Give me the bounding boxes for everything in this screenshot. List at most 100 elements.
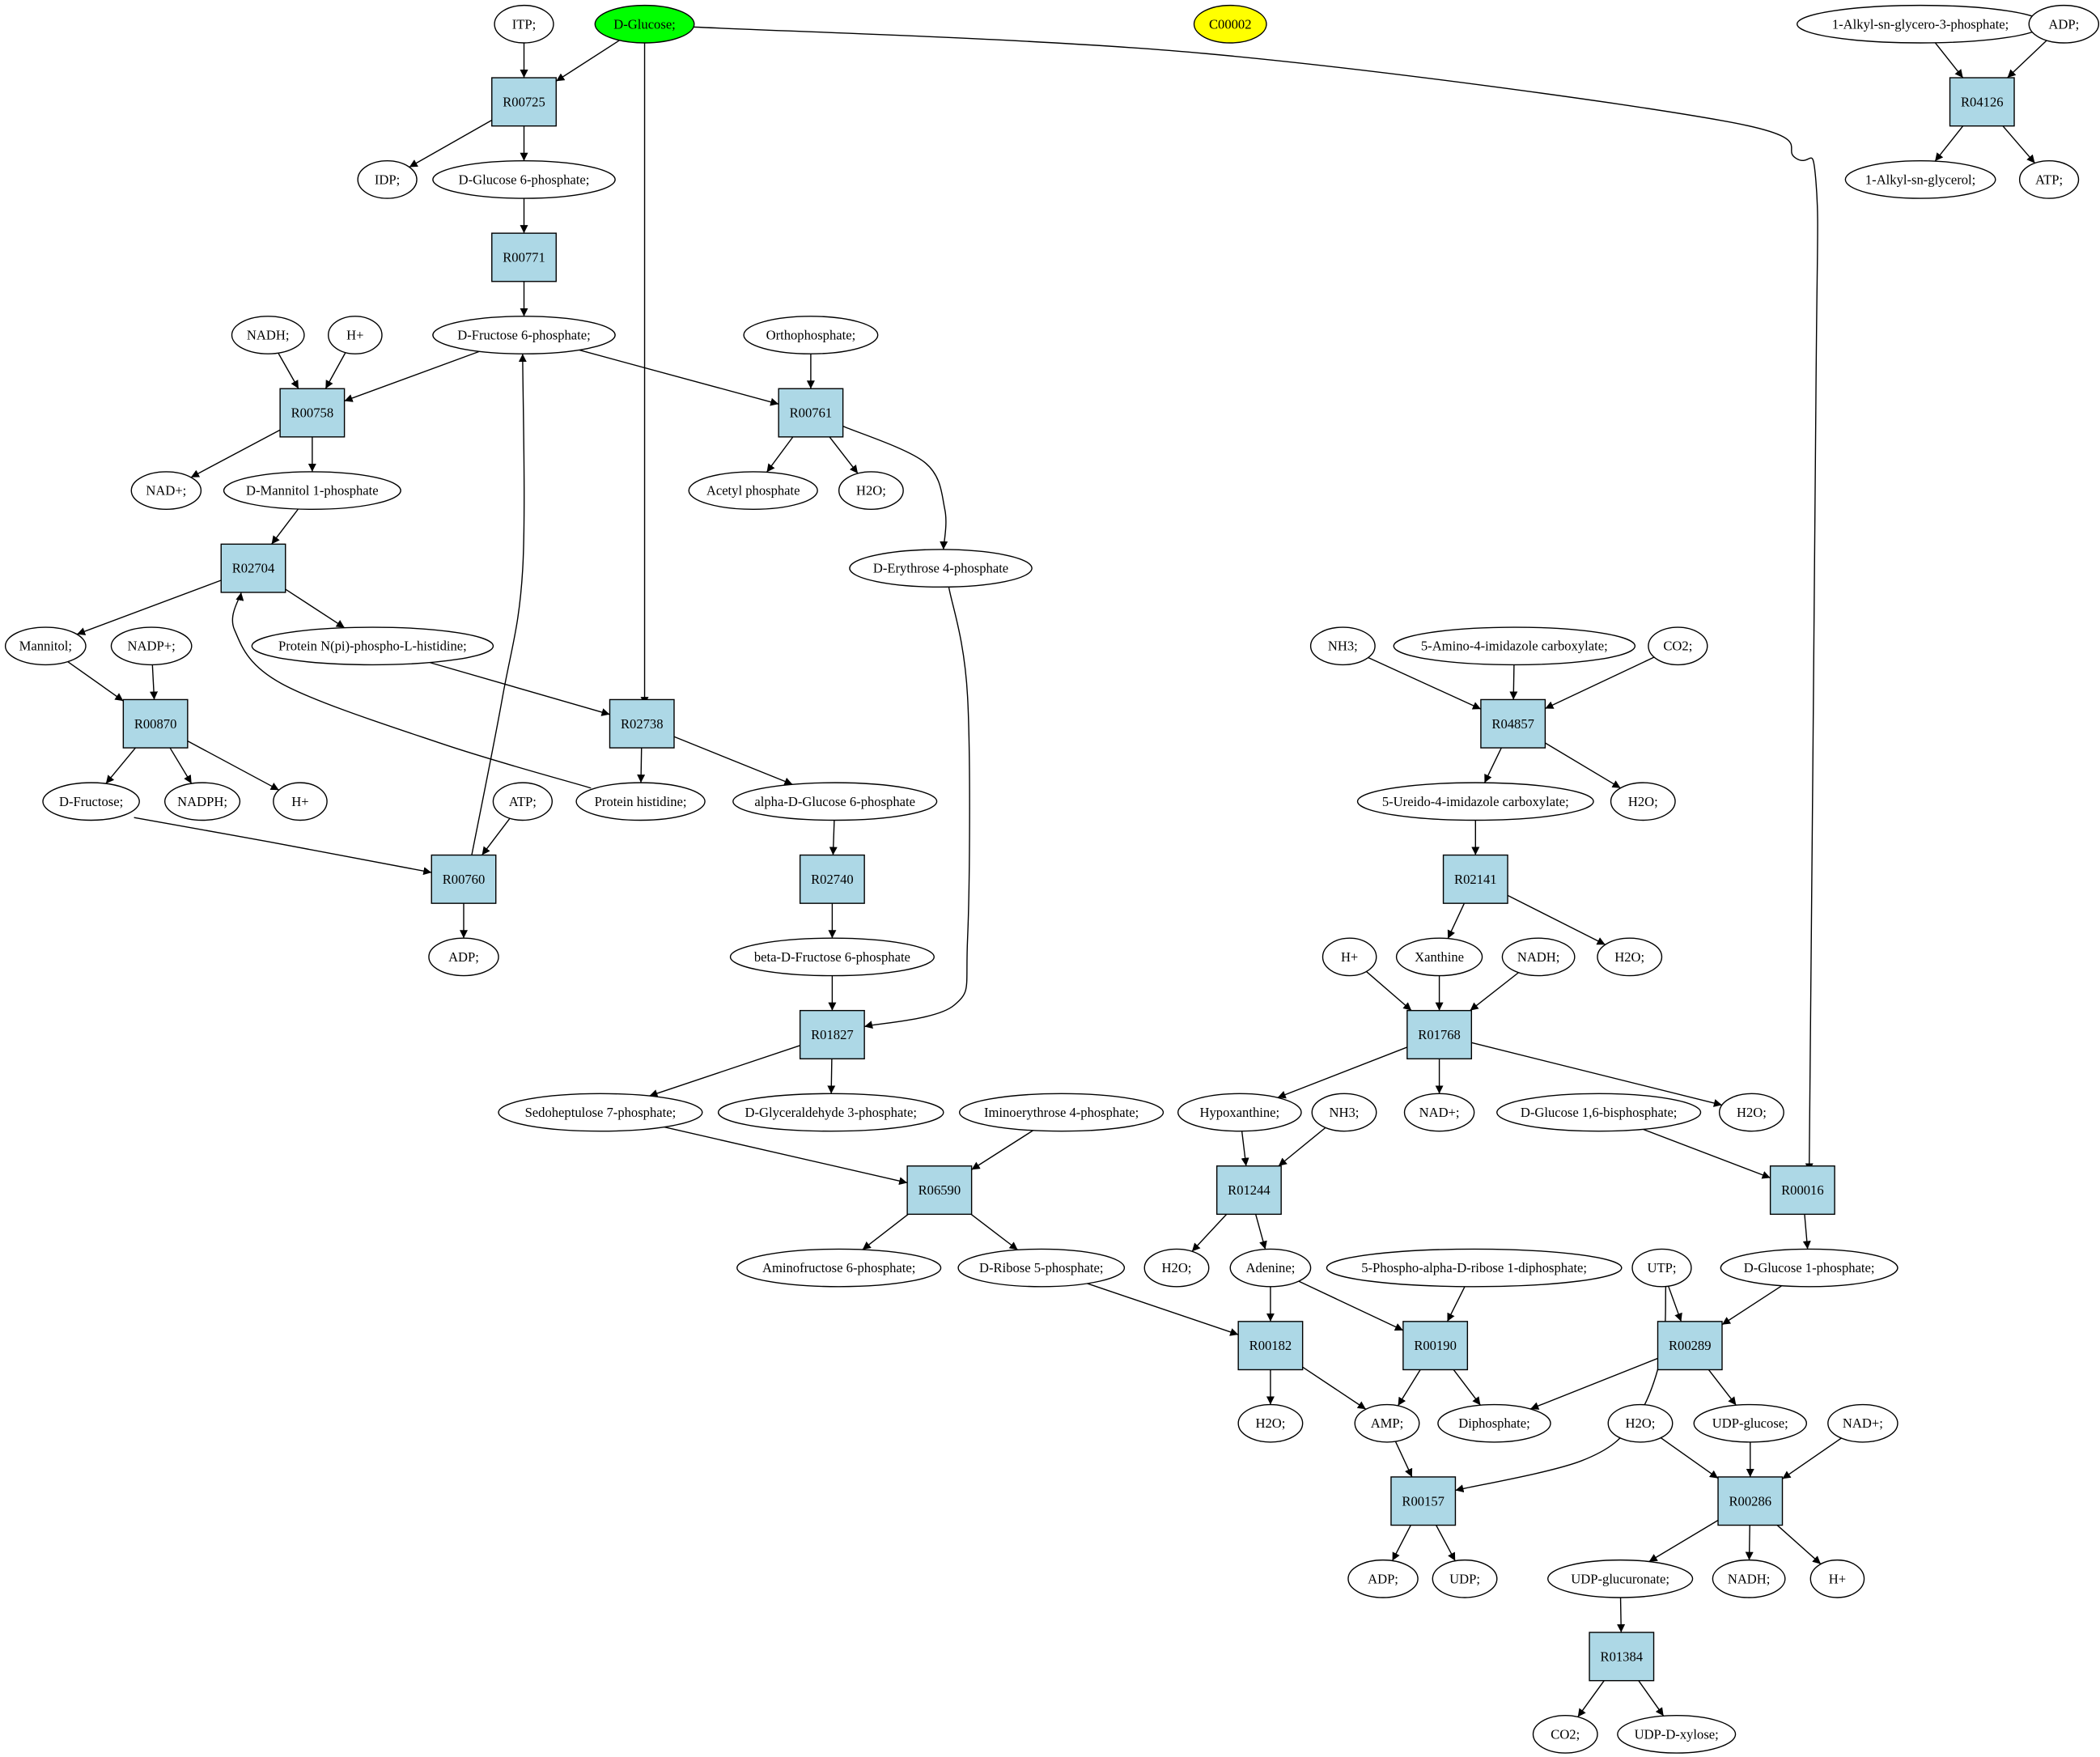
reaction-node-R00016[interactable]: R00016 (1769, 1165, 1835, 1216)
compound-node-e4p[interactable]: D-Erythrose 4-phosphate (849, 549, 1033, 588)
compound-node-adp_r04126[interactable]: ADP; (2028, 4, 2100, 44)
compound-ellipse (1631, 1248, 1692, 1288)
edge-R00870-to-nadph (169, 747, 193, 784)
reaction-node-R00286[interactable]: R00286 (1717, 1476, 1784, 1526)
compound-node-h2o_r00182[interactable]: H2O; (1237, 1403, 1304, 1443)
edge-amp-to-R00157 (1394, 1441, 1413, 1478)
compound-node-uic[interactable]: 5-Ureido-4-imidazole carboxylate; (1356, 782, 1594, 821)
compound-node-nadp[interactable]: NADP+; (110, 626, 193, 666)
compound-node-mannitol[interactable]: Mannitol; (4, 626, 87, 666)
compound-node-nh3_r01244[interactable]: NH3; (1311, 1093, 1377, 1132)
compound-ellipse (1610, 782, 1676, 821)
reaction-node-R06590[interactable]: R06590 (906, 1165, 973, 1216)
compound-node-udpglcA[interactable]: UDP-glucuronate; (1547, 1559, 1694, 1598)
compound-node-g1p[interactable]: D-Glucose 1-phosphate; (1720, 1248, 1898, 1288)
compound-node-nadh_r01768[interactable]: NADH; (1501, 937, 1576, 977)
compound-node-alkylg3p[interactable]: 1-Alkyl-sn-glycero-3-phosphate; (1797, 4, 2045, 44)
compound-node-nadh_r00758[interactable]: NADH; (231, 316, 305, 354)
compound-node-udp[interactable]: UDP; (1432, 1559, 1498, 1598)
compound-node-idp[interactable]: IDP; (357, 160, 418, 199)
compound-node-g16bp[interactable]: D-Glucose 1,6-bisphosphate; (1496, 1093, 1702, 1132)
compound-node-c00002[interactable]: C00002 (1193, 4, 1267, 44)
reaction-node-R00758[interactable]: R00758 (279, 388, 346, 438)
reaction-node-R00870[interactable]: R00870 (122, 698, 189, 749)
reaction-node-R02738[interactable]: R02738 (609, 698, 675, 749)
compound-ellipse (1597, 937, 1663, 977)
edge-R00761-to-acetylp (766, 436, 794, 473)
compound-node-adenine[interactable]: Adenine; (1229, 1248, 1312, 1288)
compound-node-nad_r00758[interactable]: NAD+; (130, 471, 202, 510)
compound-node-itp[interactable]: ITP; (494, 4, 554, 44)
reaction-node-R04126[interactable]: R04126 (1949, 77, 2015, 127)
compound-node-ie4p[interactable]: Iminoerythrose 4-phosphate; (959, 1093, 1165, 1132)
compound-node-bf6p[interactable]: beta-D-Fructose 6-phosphate (729, 937, 935, 977)
compound-node-amp[interactable]: AMP; (1354, 1403, 1420, 1443)
compound-node-udpxyl[interactable]: UDP-D-xylose; (1617, 1715, 1737, 1754)
compound-node-nadph[interactable]: NADPH; (163, 782, 241, 821)
compound-node-h2o_r01768[interactable]: H2O; (1718, 1093, 1784, 1132)
compound-node-adp_r00157[interactable]: ADP; (1347, 1559, 1419, 1598)
compound-node-h_r01768[interactable]: H+ (1322, 937, 1377, 977)
compound-node-g6p[interactable]: D-Glucose 6-phosphate; (432, 160, 616, 199)
compound-node-h_r00870[interactable]: H+ (273, 782, 328, 821)
compound-node-gap[interactable]: D-Glyceraldehyde 3-phosphate; (717, 1093, 944, 1132)
compound-node-h_r00758[interactable]: H+ (328, 316, 383, 354)
reaction-node-R04857[interactable]: R04857 (1480, 698, 1546, 749)
reaction-node-R00771[interactable]: R00771 (491, 232, 557, 282)
reaction-node-R01827[interactable]: R01827 (799, 1009, 865, 1059)
compound-node-prpp[interactable]: 5-Phospho-alpha-D-ribose 1-diphosphate; (1326, 1248, 1623, 1288)
compound-node-f6p[interactable]: D-Fructose 6-phosphate; (432, 316, 616, 354)
compound-node-h_r00286[interactable]: H+ (1809, 1559, 1865, 1598)
compound-node-protnp[interactable]: Protein N(pi)-phospho-L-histidine; (251, 626, 494, 666)
reaction-node-R02141[interactable]: R02141 (1442, 854, 1508, 904)
compound-node-h2o_r01244[interactable]: H2O; (1143, 1248, 1210, 1288)
node-label: ADP; (2048, 16, 2079, 32)
compound-node-atp_r04126[interactable]: ATP; (2018, 160, 2080, 199)
compound-node-utp[interactable]: UTP; (1631, 1248, 1692, 1288)
reaction-node-R01384[interactable]: R01384 (1589, 1632, 1655, 1682)
compound-node-aic[interactable]: 5-Amino-4-imidazole carboxylate; (1393, 626, 1636, 666)
compound-node-nad_r01768[interactable]: NAD+; (1403, 1093, 1475, 1132)
compound-node-alkylg[interactable]: 1-Alkyl-sn-glycerol; (1844, 160, 1996, 199)
compound-node-co2_r01384[interactable]: CO2; (1532, 1715, 1598, 1754)
compound-node-acetylp[interactable]: Acetyl phosphate (688, 471, 818, 510)
reaction-node-R00760[interactable]: R00760 (431, 854, 497, 904)
compound-node-xanthine[interactable]: Xanthine (1395, 937, 1483, 977)
reaction-node-R00289[interactable]: R00289 (1657, 1321, 1723, 1371)
compound-node-nad_r00286[interactable]: NAD+; (1827, 1403, 1898, 1443)
reaction-node-R00182[interactable]: R00182 (1237, 1321, 1304, 1371)
reaction-node-R01244[interactable]: R01244 (1215, 1165, 1282, 1216)
compound-node-adp_r00760[interactable]: ADP; (428, 937, 499, 977)
node-label: Acetyl phosphate (706, 483, 800, 499)
reaction-node-R01768[interactable]: R01768 (1406, 1009, 1473, 1059)
reaction-node-R02704[interactable]: R02704 (220, 543, 286, 593)
edge-h_r01768-to-R01768 (1365, 970, 1412, 1012)
reaction-node-R02740[interactable]: R02740 (799, 854, 865, 904)
reaction-node-R00190[interactable]: R00190 (1402, 1321, 1469, 1371)
compound-node-h2o_r00286[interactable]: H2O; (1607, 1403, 1674, 1443)
compound-node-diphos[interactable]: Diphosphate; (1437, 1403, 1551, 1443)
compound-node-prothis[interactable]: Protein histidine; (575, 782, 706, 821)
compound-ellipse (1347, 1559, 1419, 1598)
compound-node-h2o_r04857[interactable]: H2O; (1610, 782, 1676, 821)
reaction-node-R00761[interactable]: R00761 (778, 388, 844, 438)
reaction-node-R00157[interactable]: R00157 (1390, 1476, 1457, 1526)
compound-node-atp_r00760[interactable]: ATP; (492, 782, 553, 821)
compound-node-nadh_r00286[interactable]: NADH; (1712, 1559, 1786, 1598)
compound-node-hypox[interactable]: Hypoxanthine; (1177, 1093, 1302, 1132)
compound-node-af6p[interactable]: Aminofructose 6-phosphate; (736, 1248, 942, 1288)
compound-node-orthop[interactable]: Orthophosphate; (743, 316, 879, 354)
reaction-node-R00725[interactable]: R00725 (491, 77, 557, 127)
compound-node-m1p[interactable]: D-Mannitol 1-phosphate (223, 471, 401, 510)
compound-node-r5p[interactable]: D-Ribose 5-phosphate; (957, 1248, 1126, 1288)
compound-node-nh3_r04857[interactable]: NH3; (1309, 626, 1376, 666)
compound-node-dfru[interactable]: D-Fructose; (42, 782, 140, 821)
compound-node-h2o_r02141[interactable]: H2O; (1597, 937, 1663, 977)
compound-node-udpglc[interactable]: UDP-glucose; (1693, 1403, 1808, 1443)
compound-node-h2o_r00761[interactable]: H2O; (838, 471, 904, 510)
compound-node-co2_r04857[interactable]: CO2; (1648, 626, 1708, 666)
node-label: IDP; (375, 172, 400, 187)
compound-node-dglc[interactable]: D-Glucose; (594, 4, 695, 44)
compound-node-s7p[interactable]: Sedoheptulose 7-phosphate; (498, 1093, 703, 1132)
compound-node-ag6p[interactable]: alpha-D-Glucose 6-phosphate (732, 782, 938, 821)
